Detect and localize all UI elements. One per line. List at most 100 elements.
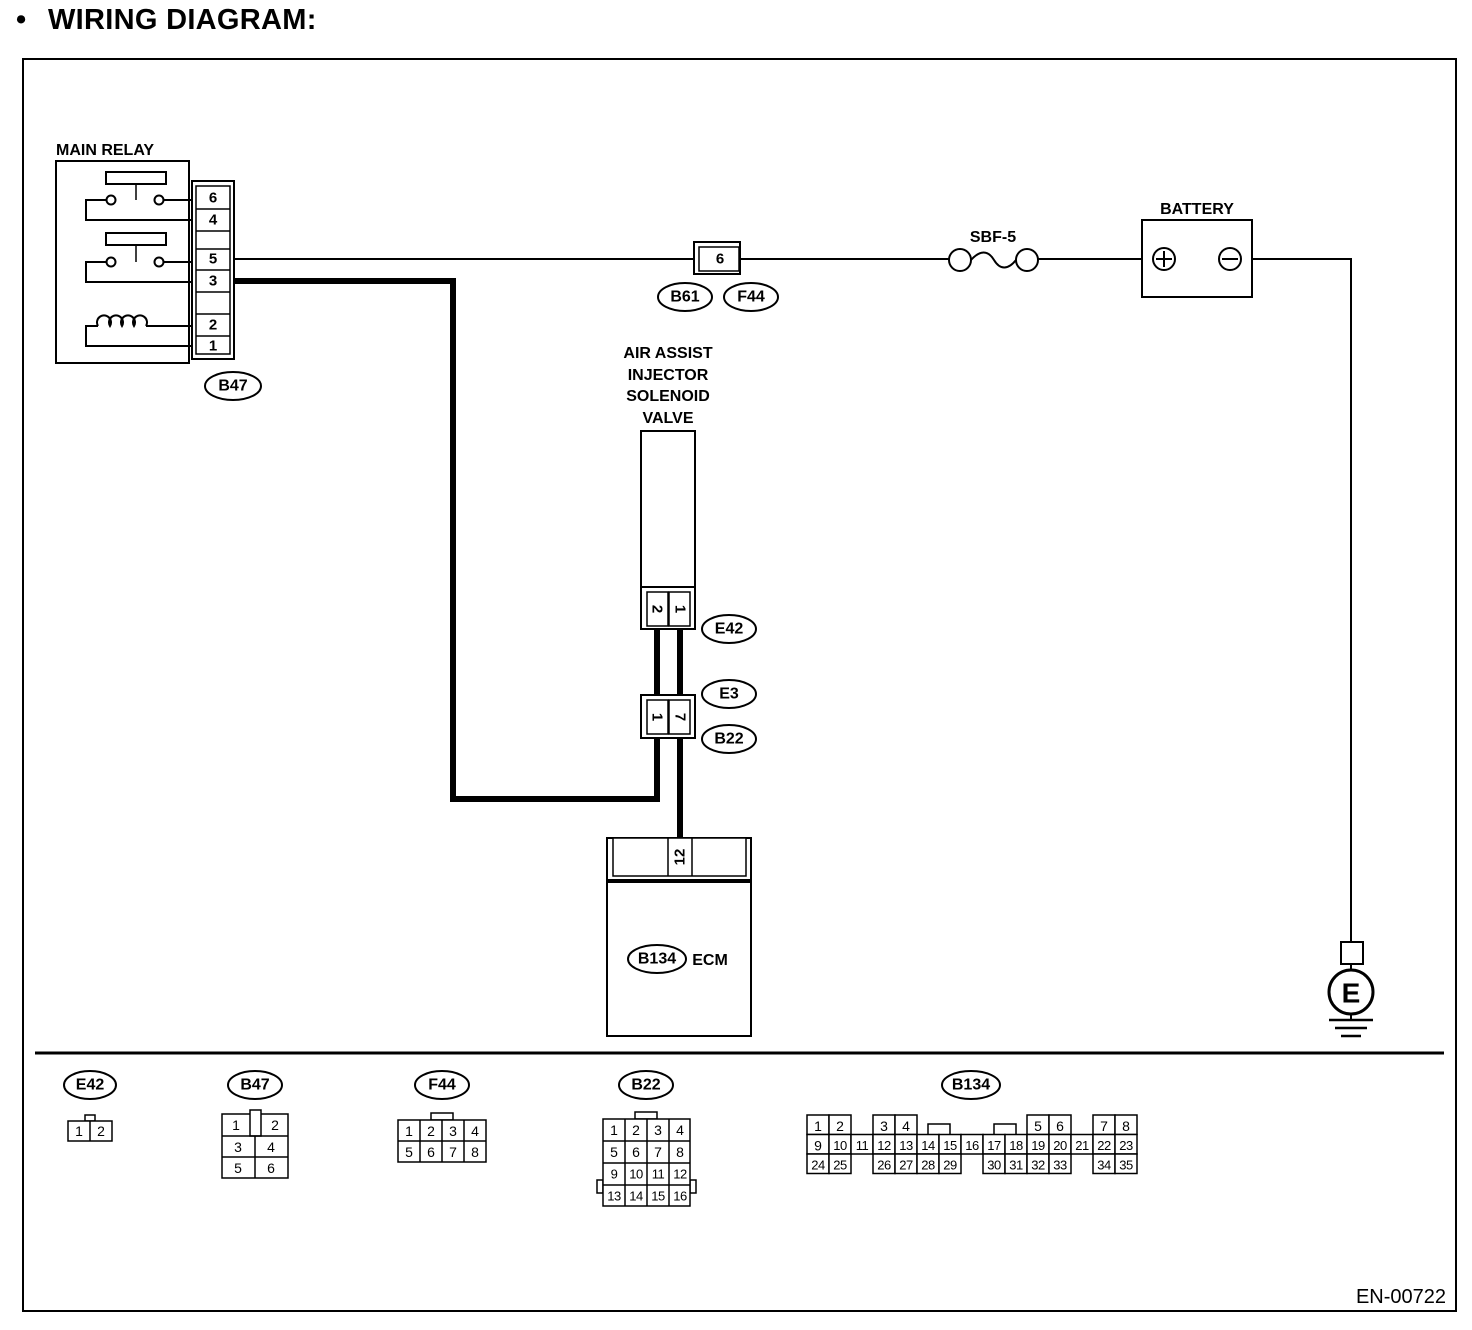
svg-text:F44: F44	[428, 1077, 456, 1094]
svg-text:4: 4	[471, 1123, 479, 1139]
page-title: •WIRING DIAGRAM:	[16, 4, 317, 37]
svg-text:E42: E42	[76, 1077, 105, 1094]
ecm-pin: 12	[672, 849, 689, 866]
svg-text:3: 3	[654, 1122, 662, 1138]
valve-label-3: SOLENOID	[626, 388, 710, 405]
svg-text:2: 2	[649, 605, 666, 613]
svg-text:2: 2	[632, 1122, 640, 1138]
svg-text:5: 5	[610, 1144, 618, 1160]
b134-pin: 2	[836, 1118, 844, 1134]
svg-text:4: 4	[267, 1139, 275, 1155]
air-assist-injector-solenoid-valve: AIR ASSIST INJECTOR SOLENOID VALVE 2 1 E…	[623, 345, 757, 644]
b134-pin: 24	[811, 1157, 825, 1172]
b134-pin: 4	[902, 1118, 910, 1134]
main-relay-label: MAIN RELAY	[56, 142, 154, 159]
connector-b47-tag: B47	[204, 371, 262, 401]
legend-b47: B47 1 2 3 4 5 6	[221, 1070, 289, 1179]
b134-pin: 18	[1009, 1138, 1023, 1153]
b134-pin: 28	[921, 1157, 935, 1172]
b134-pin: 1	[814, 1118, 822, 1134]
svg-text:1: 1	[405, 1123, 413, 1139]
b134-pin-cell	[1114, 1153, 1138, 1175]
ground-symbol: E	[1327, 941, 1375, 1038]
svg-text:14: 14	[629, 1189, 643, 1204]
b134-pin: 6	[1056, 1118, 1064, 1134]
ground-label: E	[1342, 978, 1361, 1009]
connector-b134-tag: B134	[638, 951, 676, 968]
svg-text:6: 6	[267, 1160, 275, 1176]
relay-terminal: 3	[209, 273, 217, 290]
document-code: EN-00722	[1356, 1286, 1446, 1308]
b134-pin: 33	[1053, 1157, 1067, 1172]
ecm-label: ECM	[692, 952, 728, 969]
b134-pin: 19	[1031, 1138, 1045, 1153]
b134-pin: 20	[1053, 1138, 1067, 1153]
svg-text:1: 1	[75, 1123, 83, 1139]
b134-pin: 8	[1122, 1118, 1130, 1134]
b134-pin: 27	[899, 1157, 913, 1172]
b134-pin: 32	[1031, 1157, 1045, 1172]
svg-text:8: 8	[676, 1144, 684, 1160]
svg-text:7: 7	[654, 1144, 662, 1160]
svg-text:3: 3	[234, 1139, 242, 1155]
connector-e3-tag: E3	[719, 686, 739, 703]
svg-text:5: 5	[405, 1144, 413, 1160]
fuse-sbf5: SBF-5	[948, 229, 1039, 272]
b134-pin: 13	[899, 1138, 913, 1153]
b134-pin-cell	[828, 1153, 852, 1175]
svg-text:9: 9	[611, 1167, 618, 1182]
b134-pin-cell	[938, 1153, 962, 1175]
svg-text:1: 1	[649, 713, 666, 721]
b134-pin: 26	[877, 1157, 891, 1172]
b134-pin: 15	[943, 1138, 957, 1153]
b134-pin: 31	[1009, 1157, 1023, 1172]
diagram-frame	[22, 58, 1457, 1312]
svg-text:12: 12	[673, 1167, 687, 1182]
svg-text:10: 10	[629, 1167, 643, 1182]
battery-label: BATTERY	[1160, 201, 1234, 218]
b134-pin: 3	[880, 1118, 888, 1134]
b134-pin: 17	[987, 1138, 1001, 1153]
svg-text:7: 7	[449, 1144, 457, 1160]
b134-pin: 29	[943, 1157, 957, 1172]
svg-text:1: 1	[232, 1117, 240, 1133]
wires	[234, 258, 1352, 942]
svg-text:15: 15	[651, 1189, 665, 1204]
svg-text:7: 7	[672, 713, 689, 721]
connector-f44-tag: F44	[737, 289, 765, 306]
svg-text:1: 1	[610, 1122, 618, 1138]
b134-pin: 14	[921, 1138, 935, 1153]
b134-pin: 10	[833, 1138, 847, 1153]
valve-label-1: AIR ASSIST	[623, 345, 712, 362]
svg-text:2: 2	[271, 1117, 279, 1133]
valve-label-4: VALVE	[643, 410, 694, 427]
relay-terminal: 4	[209, 212, 218, 229]
title-text: WIRING DIAGRAM:	[48, 4, 317, 36]
svg-text:1: 1	[672, 605, 689, 613]
battery: BATTERY	[1141, 201, 1253, 298]
relay-terminal: 1	[209, 338, 217, 355]
valve-label-2: INJECTOR	[628, 367, 709, 384]
relay-terminal: 5	[209, 251, 217, 268]
legend-f44: F44 1 2 3 4 5 6 7 8	[397, 1070, 487, 1163]
b134-pin: 12	[877, 1138, 891, 1153]
main-relay: MAIN RELAY 6 4 5 3 2 1	[55, 142, 235, 364]
legend-e42: E42 1 2	[63, 1070, 117, 1142]
connector-e3-b22: 1 7 E3 B22	[640, 679, 757, 754]
svg-text:B134: B134	[952, 1077, 990, 1094]
svg-text:8: 8	[471, 1144, 479, 1160]
svg-text:13: 13	[607, 1189, 621, 1204]
b134-pin: 22	[1097, 1138, 1111, 1153]
fuse-label: SBF-5	[970, 229, 1016, 246]
connector-b61-tag: B61	[670, 289, 699, 306]
b134-pin: 23	[1119, 1138, 1133, 1153]
b134-pin: 30	[987, 1157, 1001, 1172]
svg-text:3: 3	[449, 1123, 457, 1139]
svg-text:6: 6	[632, 1144, 640, 1160]
b134-pin: 11	[856, 1138, 869, 1153]
ecm: 12 B134 ECM	[606, 837, 752, 1037]
b134-pin-cell	[1048, 1153, 1072, 1175]
svg-text:4: 4	[676, 1122, 684, 1138]
